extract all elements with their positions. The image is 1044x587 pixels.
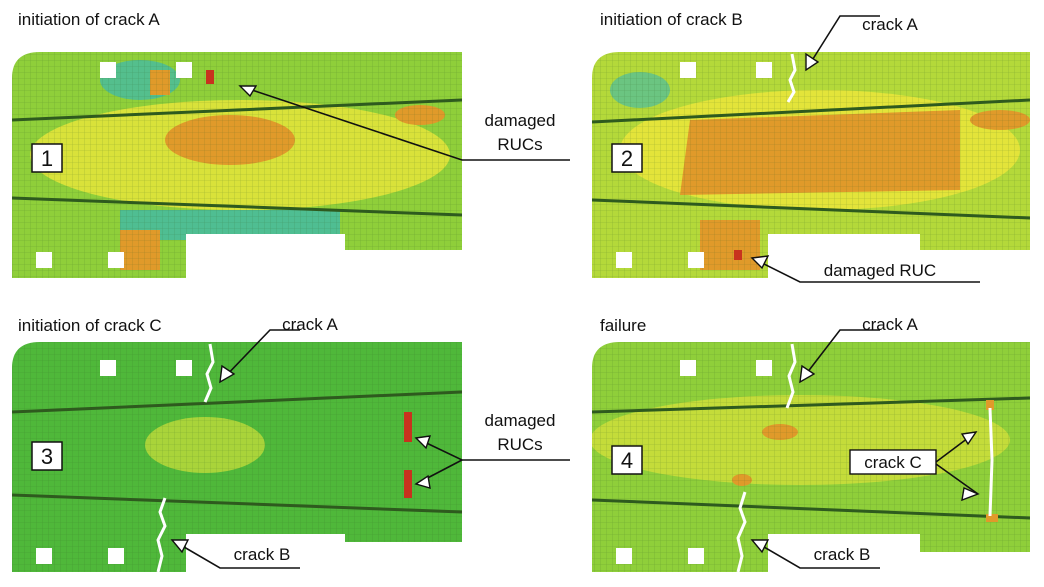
label-damaged-rucs-top-line1: damaged [485,111,556,130]
damaged-ruc-1 [206,70,214,84]
panel-3-mesh [12,342,462,572]
damaged-ruc-3b [404,470,412,498]
arrow-crack-c-bottom [961,487,980,502]
panel-1-holes [36,62,192,268]
crack-c-bottom-damage [986,514,998,522]
arrow-heads [170,52,980,554]
arrow-crack-c-top [960,431,978,446]
label-crack-a-2: crack A [862,15,918,34]
panel-3-caption: initiation of crack C [18,316,162,335]
panel-3-number: 3 [41,444,53,469]
crack-a-3 [203,343,215,403]
arrow-damaged-ruc-2 [750,255,770,270]
panel-2-number-box: 2 [611,143,643,173]
panel-3-holes [36,360,192,564]
label-crack-a-4: crack A [862,315,918,334]
arrow-damaged-rucs-3a [414,435,432,450]
crack-c-4 [988,407,994,517]
arrow-damaged-rucs-3b [414,474,431,489]
label-crack-b-3: crack B [234,545,291,564]
panel-4-mesh [592,342,1030,572]
arrow-crack-a-2 [805,52,820,72]
crack-b-4 [736,491,747,573]
label-damaged-ruc: damaged RUC [824,261,936,280]
arrow-crack-a-3 [219,364,236,384]
label-crack-c-4: crack C [864,453,922,472]
arrow-crack-a-4 [799,364,816,384]
panel-4-holes [616,360,772,564]
label-damaged-rucs-top-line2: RUCs [497,135,542,154]
panel-4-number-box: 4 [611,445,643,475]
crack-b-3 [156,497,167,573]
crack-c-top-damage [986,400,994,410]
damaged-ruc-3a [404,412,412,442]
panel-1-mesh [12,52,462,278]
panel-2-number: 2 [621,146,633,171]
panel-2-mesh [592,52,1030,278]
arrow-crack-b-3 [170,539,190,554]
panel-1-number: 1 [41,146,53,171]
label-damaged-rucs-bottom-line2: RUCs [497,435,542,454]
panel-2-caption: initiation of crack B [600,10,743,29]
panel-3-number-box: 3 [31,441,63,471]
panel-4-caption: failure [600,316,647,335]
label-damaged-rucs-bottom-line1: damaged [485,411,556,430]
label-crack-b-4: crack B [814,545,871,564]
label-crack-c-box: crack C [849,449,937,475]
panel-4-number: 4 [621,448,633,473]
damaged-ruc-2 [734,250,742,260]
arrow-crack-b-4 [750,539,770,554]
panel-1-caption: initiation of crack A [18,10,160,29]
panel-2-holes [616,62,772,268]
panel-1-number-box: 1 [31,143,63,173]
label-crack-a-3: crack A [282,315,338,334]
arrow-damaged-rucs-1 [238,85,258,98]
leader-lines [171,15,980,569]
crack-a-2 [786,53,797,103]
crack-a-4 [785,343,797,409]
